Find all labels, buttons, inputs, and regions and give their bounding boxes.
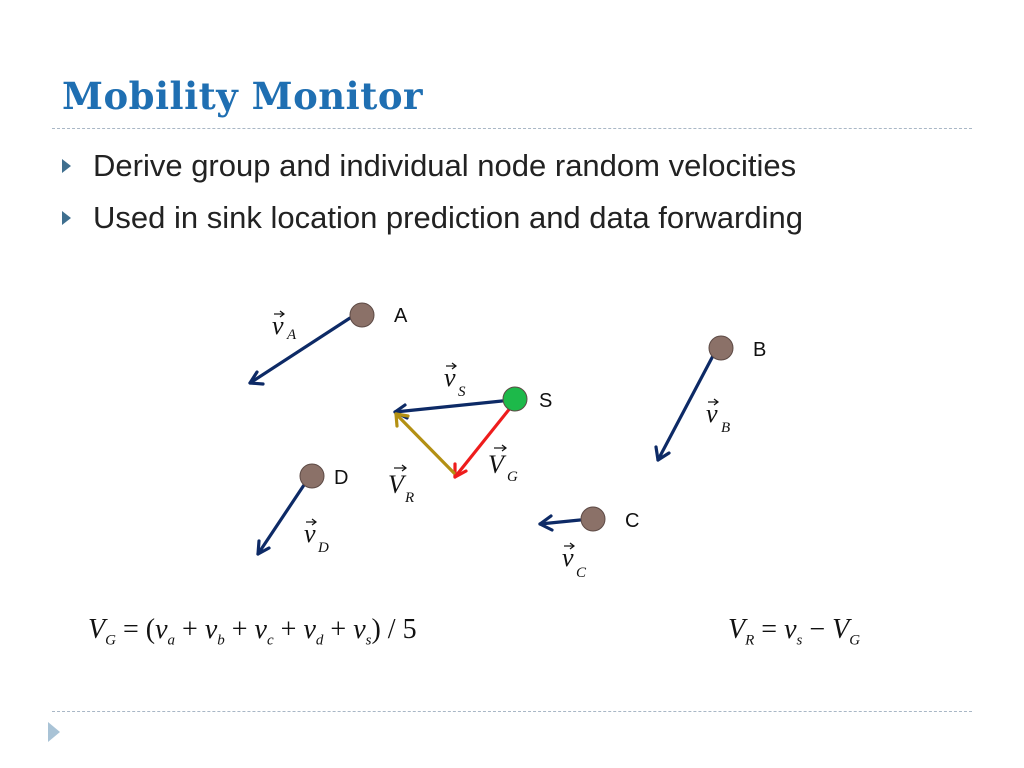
arrow-vD bbox=[256, 480, 308, 556]
arrow-vA bbox=[248, 316, 352, 386]
arrow-vB bbox=[654, 350, 717, 462]
bullet-text: Derive group and individual node random … bbox=[93, 148, 797, 183]
bullet-list: Derive group and individual node random … bbox=[62, 142, 803, 246]
svg-text:C: C bbox=[576, 565, 587, 581]
node-label-S: S bbox=[539, 390, 552, 412]
svg-text:v: v bbox=[706, 399, 718, 428]
bullet-marker-icon bbox=[62, 211, 71, 225]
arrow-VR bbox=[394, 412, 456, 475]
node-label-C: C bbox=[625, 510, 639, 532]
bullet-text: Used in sink location prediction and dat… bbox=[93, 200, 803, 235]
label-vD: v D bbox=[304, 518, 329, 556]
relative-velocity-formula: VR = vs − VG bbox=[728, 614, 861, 649]
bullet-marker-icon bbox=[62, 159, 71, 173]
title-divider bbox=[52, 128, 972, 129]
label-vS: v S bbox=[444, 362, 466, 400]
node-B bbox=[708, 335, 734, 361]
label-vC: v C bbox=[562, 542, 587, 581]
label-vB: v B bbox=[706, 398, 730, 436]
label-VR: V R bbox=[388, 464, 414, 506]
svg-text:v: v bbox=[304, 519, 316, 548]
bullet-item: Used in sink location prediction and dat… bbox=[62, 194, 803, 246]
arrow-vS bbox=[393, 399, 504, 420]
group-velocity-formula: VG = (va + vb + vc + vd + vs) / 5 bbox=[88, 614, 417, 649]
arrow-VG bbox=[453, 405, 513, 479]
node-D bbox=[299, 463, 325, 489]
svg-text:A: A bbox=[286, 327, 297, 343]
node-A bbox=[349, 302, 375, 328]
svg-text:V: V bbox=[388, 470, 407, 499]
svg-text:D: D bbox=[317, 540, 329, 556]
svg-text:V: V bbox=[488, 450, 507, 479]
footer-divider bbox=[52, 711, 972, 712]
label-vA: v A bbox=[272, 310, 297, 343]
node-label-A: A bbox=[394, 305, 408, 327]
node-label-B: B bbox=[753, 339, 766, 361]
node-S bbox=[502, 386, 528, 412]
bullet-item: Derive group and individual node random … bbox=[62, 142, 803, 194]
svg-text:v: v bbox=[272, 311, 284, 340]
svg-text:v: v bbox=[562, 543, 574, 572]
node-label-D: D bbox=[334, 467, 348, 489]
label-VG: V G bbox=[488, 444, 518, 485]
arrow-vC bbox=[538, 514, 582, 532]
svg-text:R: R bbox=[404, 490, 414, 506]
svg-text:G: G bbox=[507, 469, 518, 485]
next-slide-arrow-icon[interactable] bbox=[48, 722, 60, 742]
svg-text:S: S bbox=[458, 384, 466, 400]
slide-title: Mobility Monitor bbox=[62, 74, 423, 118]
svg-text:v: v bbox=[444, 363, 456, 392]
node-C bbox=[580, 506, 606, 532]
svg-text:B: B bbox=[721, 420, 730, 436]
